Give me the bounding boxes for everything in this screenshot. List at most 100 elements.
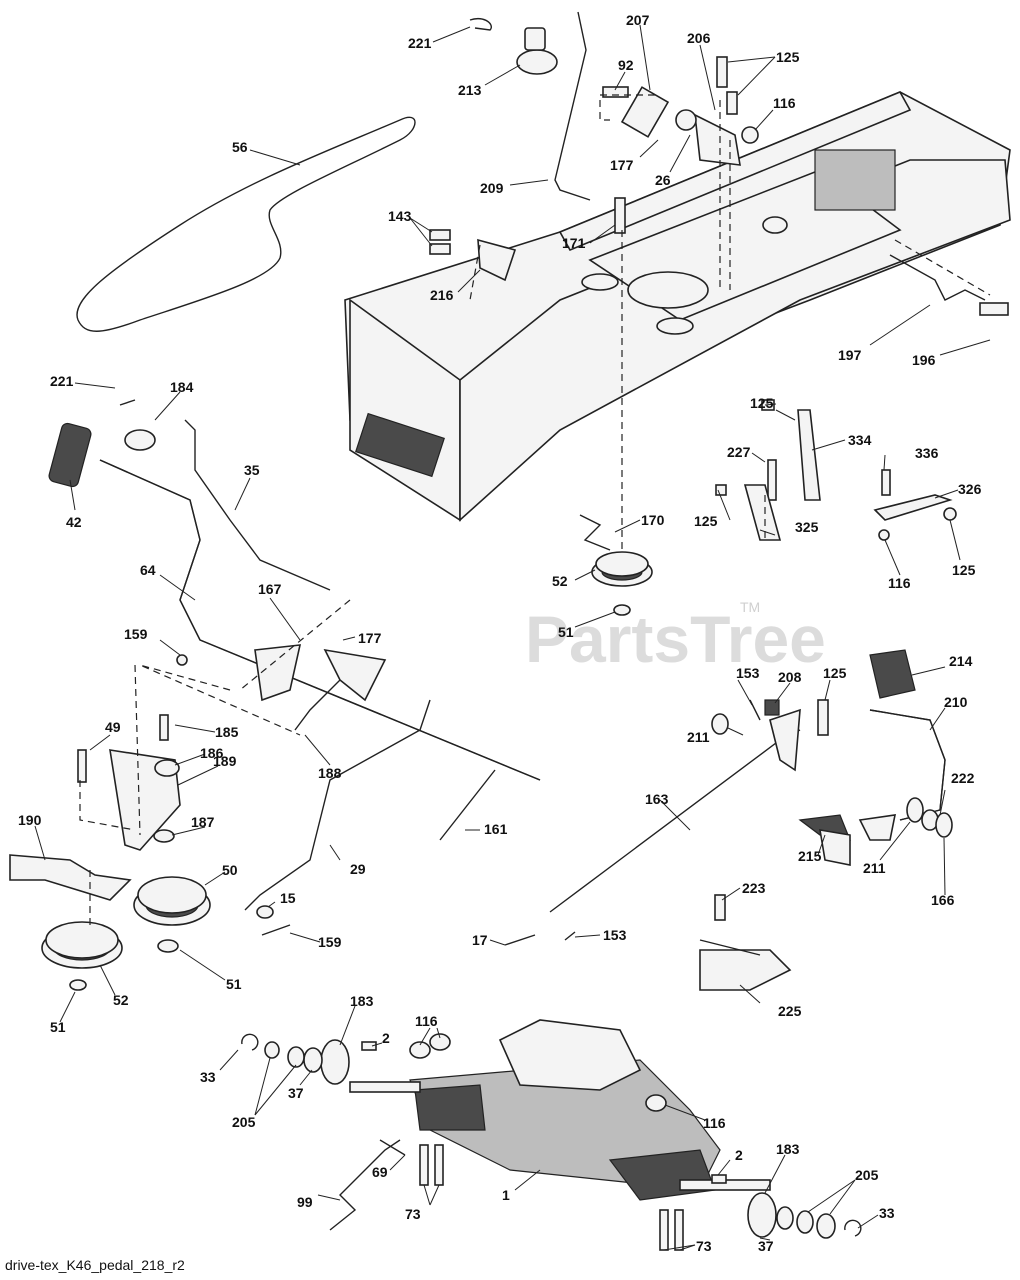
callout-153-top: 153 xyxy=(736,665,760,681)
callout-labels: 2 2 1 213 207 206 125 92 116 177 26 56 209… xyxy=(18,12,982,1254)
callout-125-bracket: 125 xyxy=(694,513,718,529)
callout-51-top: 51 xyxy=(558,624,574,640)
callout-143: 143 xyxy=(388,208,412,224)
callout-37-left: 37 xyxy=(288,1085,304,1101)
callout-15: 15 xyxy=(280,890,296,906)
callout-159-top: 159 xyxy=(124,626,148,642)
callout-207: 207 xyxy=(626,12,650,28)
idler-bracket-assembly xyxy=(9,714,211,991)
callout-334: 334 xyxy=(848,432,872,448)
callout-52-bottom: 52 xyxy=(113,992,129,1008)
callout-1: 1 xyxy=(502,1187,510,1203)
callout-184: 184 xyxy=(170,379,194,395)
callout-2-right: 2 xyxy=(735,1147,743,1163)
leader-lines xyxy=(34,24,991,1251)
callout-325: 325 xyxy=(795,519,819,535)
callout-116-top: 116 xyxy=(773,95,796,111)
callout-37-right: 37 xyxy=(758,1238,774,1254)
axle-washers xyxy=(241,1033,862,1251)
callout-209: 209 xyxy=(480,180,504,196)
callout-56: 56 xyxy=(232,139,248,155)
diagram-footer-code: drive-tex_K46_pedal_218_r2 xyxy=(5,1257,185,1273)
callout-186: 186 xyxy=(200,745,224,761)
callout-29: 29 xyxy=(350,861,366,877)
callout-208: 208 xyxy=(778,669,802,685)
callout-33-left: 33 xyxy=(200,1069,216,1085)
callout-116-right: 116 xyxy=(888,575,911,591)
callout-196: 196 xyxy=(912,352,936,368)
watermark-text: PartsTree xyxy=(525,602,826,676)
watermark-trademark: TM xyxy=(740,599,760,615)
reference-lines xyxy=(79,94,991,930)
right-pedal-assembly xyxy=(549,649,953,913)
callout-163: 163 xyxy=(645,791,669,807)
callout-183-right: 183 xyxy=(776,1141,800,1157)
callout-213: 213 xyxy=(458,82,482,98)
callout-50: 50 xyxy=(222,862,238,878)
callout-35: 35 xyxy=(244,462,260,478)
callout-185: 185 xyxy=(215,724,239,740)
callout-205-left: 205 xyxy=(232,1114,256,1130)
callout-167: 167 xyxy=(258,581,282,597)
callout-2-left: 2 xyxy=(382,1030,390,1046)
callout-125-top: 125 xyxy=(776,49,800,65)
callout-187: 187 xyxy=(191,814,215,830)
callout-99: 99 xyxy=(297,1194,313,1210)
callout-159-bottom: 159 xyxy=(318,934,342,950)
callout-73-left: 73 xyxy=(405,1206,421,1222)
callout-222: 222 xyxy=(951,770,975,786)
transaxle-assembly xyxy=(349,1019,771,1201)
callout-125-frame: 125 xyxy=(750,395,774,411)
callout-92: 92 xyxy=(618,57,634,73)
callout-214: 214 xyxy=(949,653,973,669)
callout-116-left: 116 xyxy=(415,1013,438,1029)
callout-326: 326 xyxy=(958,481,982,497)
callout-166: 166 xyxy=(931,892,955,908)
callout-51-mid: 51 xyxy=(226,976,242,992)
callout-197: 197 xyxy=(838,347,862,363)
callout-116-right-axle: 116 xyxy=(703,1115,726,1131)
callout-51-bottom: 51 xyxy=(50,1019,66,1035)
callout-189: 189 xyxy=(213,753,237,769)
springs-and-pins xyxy=(256,769,576,946)
callout-26: 26 xyxy=(655,172,671,188)
callout-171: 171 xyxy=(562,235,586,251)
frame-assembly xyxy=(344,90,1011,522)
callout-161: 161 xyxy=(484,821,508,837)
callout-205-right: 205 xyxy=(855,1167,879,1183)
callout-73-right: 73 xyxy=(696,1238,712,1254)
top-hardware xyxy=(429,11,1009,316)
brackets-right xyxy=(715,399,957,541)
callout-170: 170 xyxy=(641,512,665,528)
callout-227: 227 xyxy=(727,444,751,460)
callout-69: 69 xyxy=(372,1164,388,1180)
callout-153-bottom: 153 xyxy=(603,927,627,943)
callout-177-top: 177 xyxy=(610,157,634,173)
callout-215: 215 xyxy=(798,848,822,864)
drive-belt xyxy=(76,116,416,332)
callout-211-bottom: 211 xyxy=(863,860,886,876)
callout-225: 225 xyxy=(778,1003,802,1019)
callout-125-pedal: 125 xyxy=(823,665,847,681)
callout-177-mid: 177 xyxy=(358,630,382,646)
callout-336: 336 xyxy=(915,445,939,461)
callout-210: 210 xyxy=(944,694,968,710)
callout-206: 206 xyxy=(687,30,711,46)
callout-33-right: 33 xyxy=(879,1205,895,1221)
callout-17: 17 xyxy=(472,932,488,948)
callout-216: 216 xyxy=(430,287,454,303)
callout-64: 64 xyxy=(140,562,156,578)
callout-42: 42 xyxy=(66,514,82,530)
callout-211-top: 211 xyxy=(687,729,710,745)
pedal-shaft-assembly xyxy=(48,399,541,911)
callout-183-left: 183 xyxy=(350,993,374,1009)
callout-190: 190 xyxy=(18,812,42,828)
pulley-top xyxy=(579,514,653,616)
callout-49: 49 xyxy=(105,719,121,735)
callout-125-right: 125 xyxy=(952,562,976,578)
callout-223: 223 xyxy=(742,880,766,896)
callout-52-top: 52 xyxy=(552,573,568,589)
bracket-225 xyxy=(699,894,792,991)
callout-188: 188 xyxy=(318,765,342,781)
